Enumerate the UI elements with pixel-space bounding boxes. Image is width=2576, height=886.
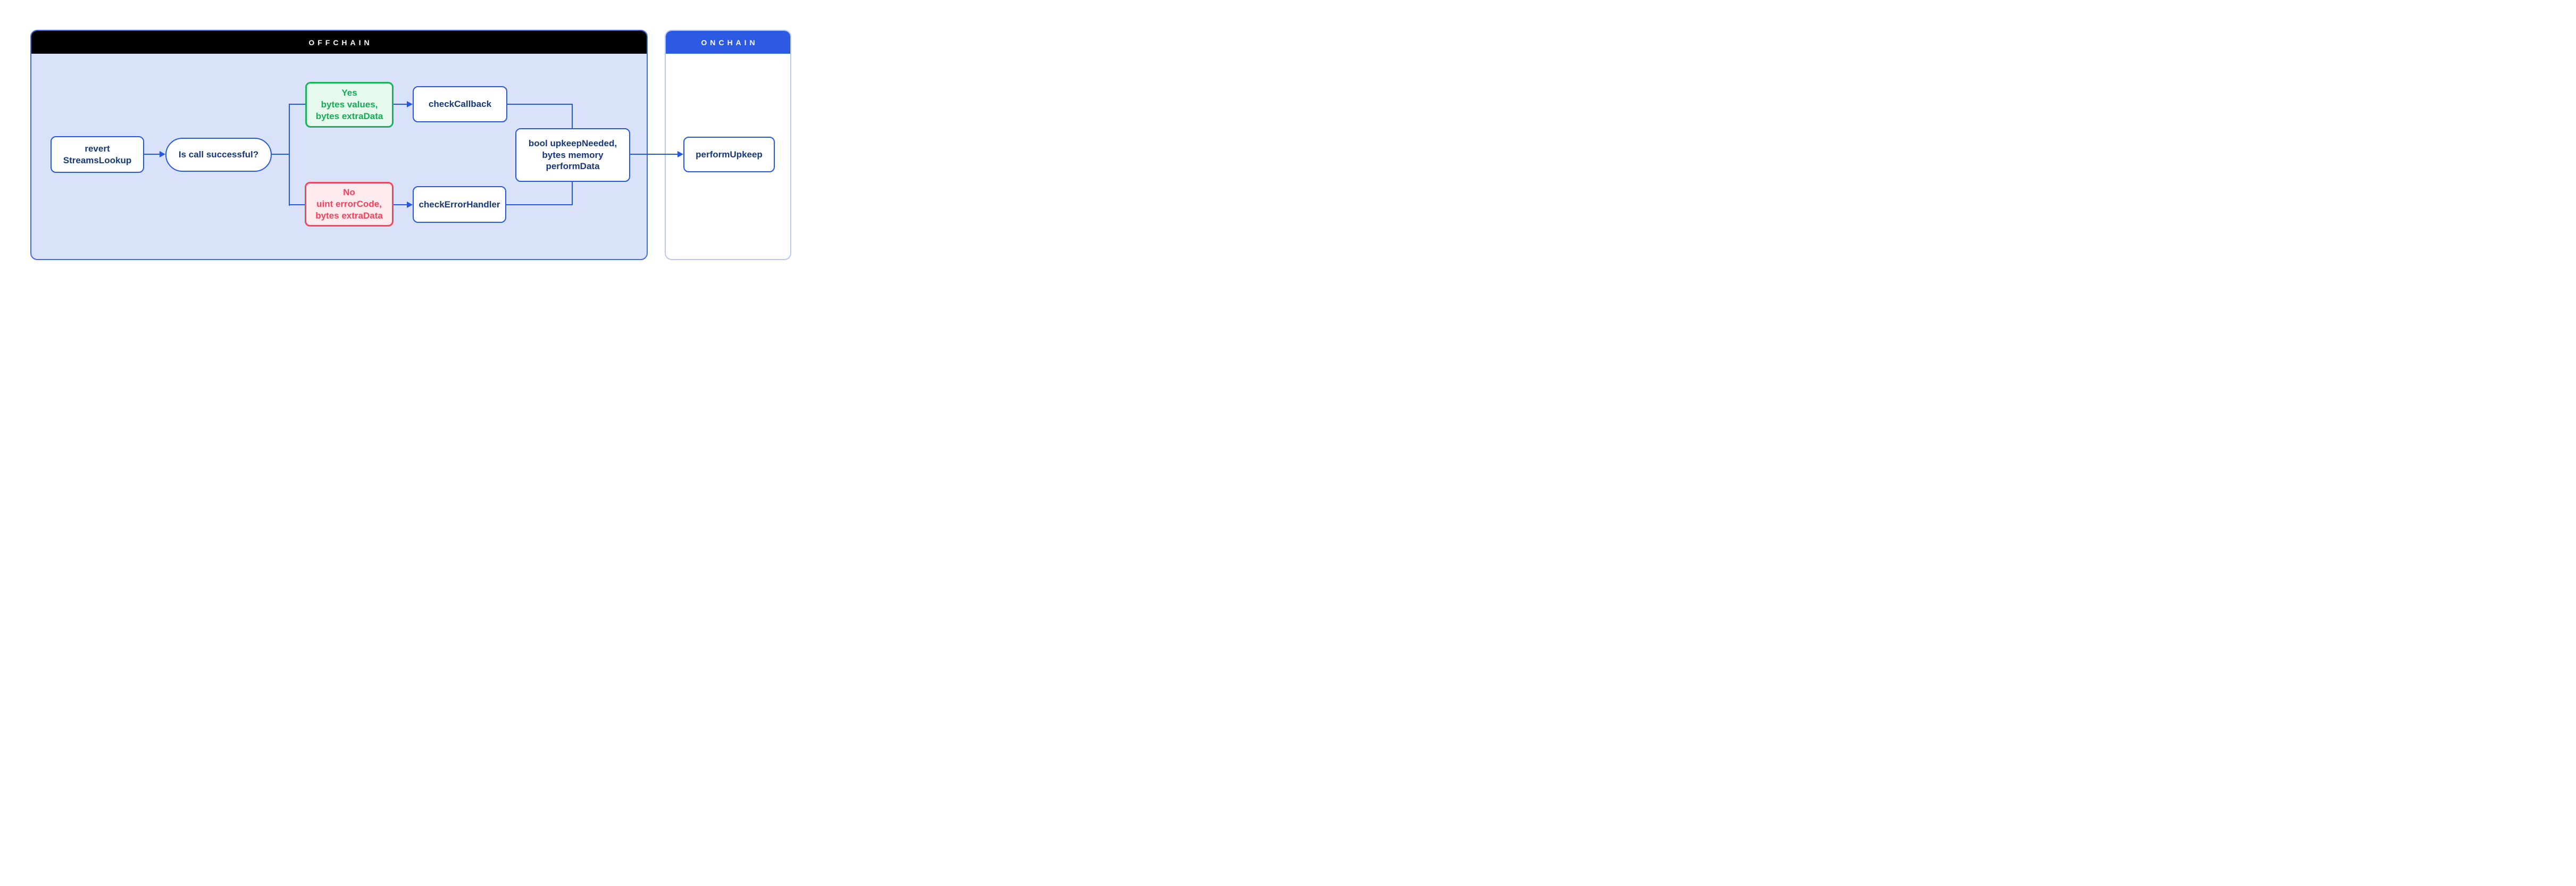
onchain-panel-header: ONCHAIN — [666, 31, 790, 54]
is-call-successful-decision-node: Is call successful? — [165, 138, 272, 172]
perform-upkeep-label: performUpkeep — [696, 149, 763, 160]
upkeep-needed-result-node: bool upkeepNeeded, bytes memory performD… — [515, 128, 630, 182]
offchain-panel-header: OFFCHAIN — [31, 31, 647, 54]
arrowhead-into-perform-upkeep-icon — [678, 151, 683, 157]
connector-check-error-handler-to-merge — [506, 204, 573, 205]
connector-branch-vertical — [289, 104, 290, 206]
revert-streams-lookup-label: revert StreamsLookup — [63, 143, 132, 165]
perform-upkeep-node: performUpkeep — [683, 137, 775, 172]
yes-branch-label: Yes bytes values, bytes extraData — [315, 88, 383, 121]
connector-merge-bottom-vertical — [572, 181, 573, 205]
offchain-panel-title: OFFCHAIN — [308, 38, 373, 47]
is-call-successful-label: Is call successful? — [178, 149, 259, 160]
check-error-handler-label: checkErrorHandler — [419, 199, 500, 210]
connector-check-callback-to-merge — [507, 104, 573, 105]
upkeep-needed-result-label: bool upkeepNeeded, bytes memory performD… — [528, 138, 617, 172]
arrowhead-into-check-error-handler-icon — [407, 202, 413, 208]
revert-streams-lookup-node: revert StreamsLookup — [51, 136, 144, 173]
no-branch-label: No uint errorCode, bytes extraData — [315, 187, 383, 221]
check-callback-label: checkCallback — [428, 99, 492, 110]
check-error-handler-node: checkErrorHandler — [413, 186, 506, 223]
check-callback-node: checkCallback — [413, 86, 507, 122]
yes-branch-node: Yes bytes values, bytes extraData — [305, 82, 394, 128]
connector-result-to-perform-upkeep — [630, 154, 678, 155]
arrowhead-into-check-callback-icon — [407, 101, 413, 107]
onchain-panel-title: ONCHAIN — [701, 38, 758, 47]
no-branch-node: No uint errorCode, bytes extraData — [305, 182, 394, 227]
connector-merge-top-vertical — [572, 104, 573, 129]
flowchart-canvas: OFFCHAIN ONCHAIN revert StreamsLookup Is… — [0, 0, 822, 283]
connector-revert-to-question — [144, 154, 160, 155]
connector-question-to-branch — [272, 154, 290, 155]
arrowhead-into-question-icon — [160, 151, 165, 157]
